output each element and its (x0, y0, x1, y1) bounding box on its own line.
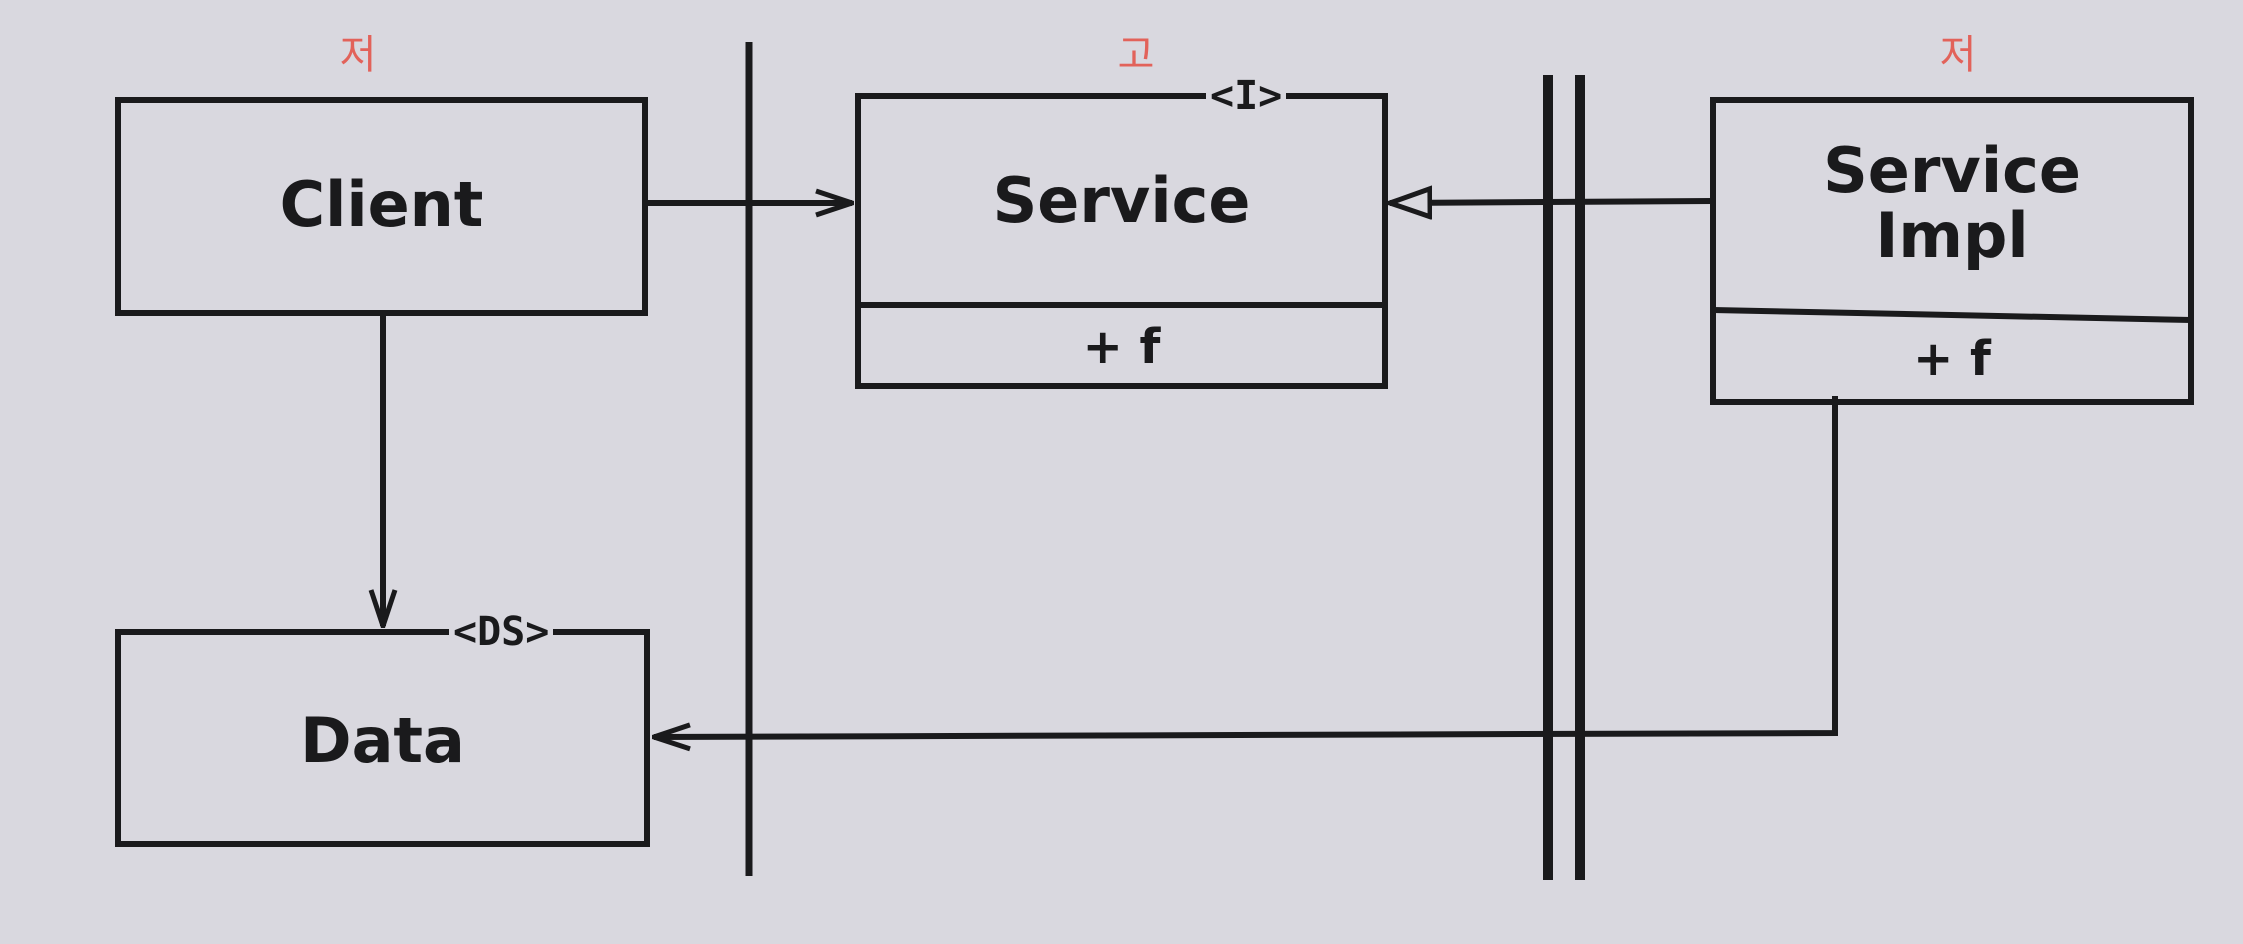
data-stereotype: <DS> (449, 612, 554, 652)
service-box (855, 93, 1388, 389)
service-member: + f (1082, 319, 1161, 375)
data-box (115, 629, 650, 847)
level-marker-left: 저 (339, 32, 377, 78)
arrow-impl-to-service (1390, 201, 1714, 203)
service-impl-member: + f (1913, 331, 1991, 387)
service-impl-class-name: Service Impl (1823, 134, 2081, 273)
data-class-name: Data (300, 704, 465, 777)
service-impl-box (1710, 97, 2194, 405)
client-class-name: Client (279, 168, 484, 241)
service-stereotype: <I> (1206, 76, 1287, 116)
level-marker-middle: 고 (1117, 32, 1155, 78)
arrow-impl-to-data (654, 396, 1838, 737)
service-class-name: Service (992, 164, 1251, 237)
service-impl-divider (1712, 307, 2192, 323)
level-marker-right: 저 (1939, 32, 1977, 78)
